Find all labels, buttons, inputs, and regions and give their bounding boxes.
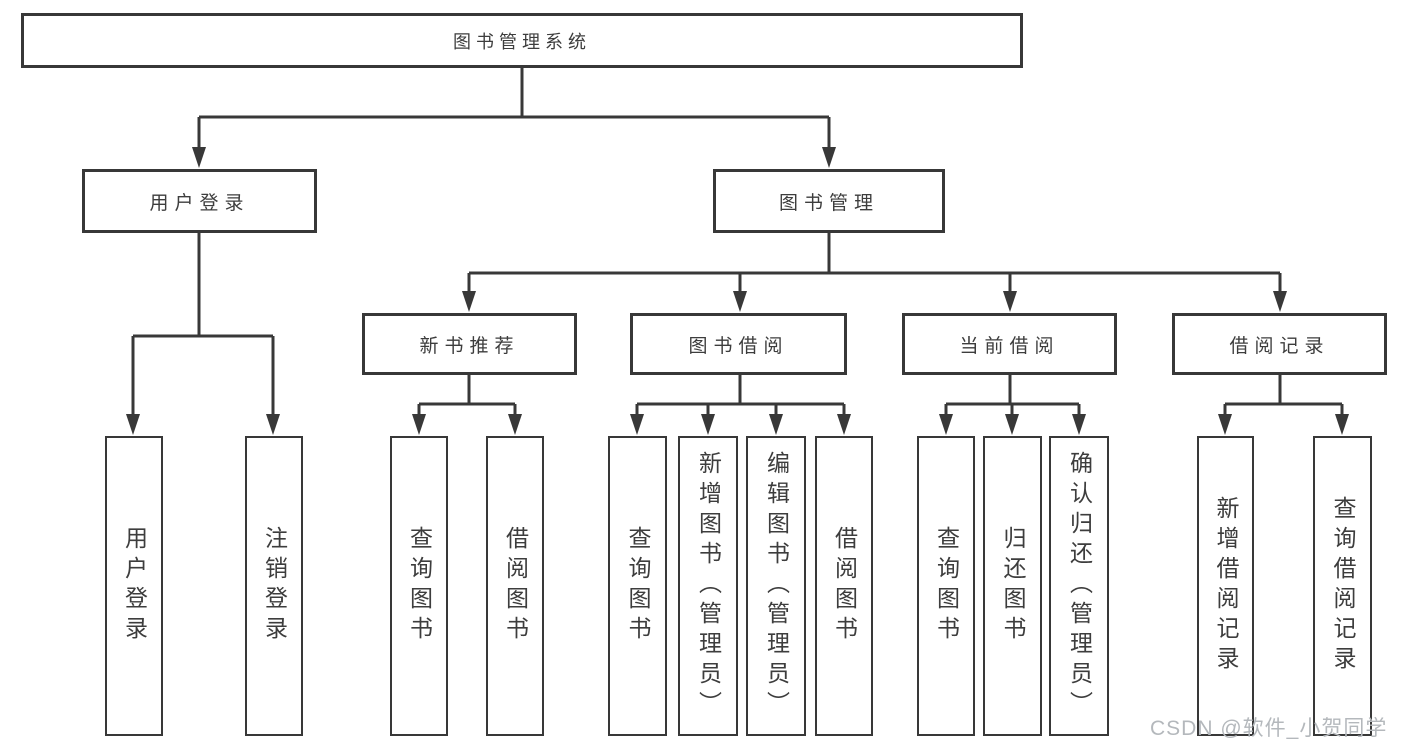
node-user-login: 用户登录 — [82, 169, 317, 233]
node-root-label: 图书管理系统 — [453, 31, 591, 52]
node-new-book-recommend: 新书推荐 — [362, 313, 577, 375]
node-add-borrow-record-label: 新增借阅记录 — [1213, 496, 1239, 676]
node-add-book-admin-label: 新增图书（管理员） — [695, 451, 722, 721]
node-borrow-query-book: 查询图书 — [608, 436, 667, 736]
node-return-book-label: 归还图书 — [1000, 526, 1026, 646]
node-root: 图书管理系统 — [21, 13, 1023, 68]
node-confirm-return-admin-label: 确认归还（管理员） — [1066, 451, 1093, 721]
node-new-book-recommend-label: 新书推荐 — [419, 335, 520, 357]
node-borrow-records: 借阅记录 — [1172, 313, 1387, 375]
node-user-login-label: 用户登录 — [149, 192, 250, 214]
node-edit-book-admin: 编辑图书（管理员） — [746, 436, 806, 736]
node-recommend-query-book: 查询图书 — [390, 436, 448, 736]
node-book-borrow-label: 图书借阅 — [688, 335, 789, 357]
csdn-watermark: CSDN @软件_小贺同学 — [1150, 717, 1388, 740]
node-borrow-records-label: 借阅记录 — [1229, 335, 1330, 357]
node-confirm-return-admin: 确认归还（管理员） — [1049, 436, 1109, 736]
node-add-borrow-record: 新增借阅记录 — [1197, 436, 1254, 736]
node-logout-label: 注销登录 — [261, 526, 288, 646]
node-borrow-book: 借阅图书 — [815, 436, 873, 736]
node-query-borrow-record: 查询借阅记录 — [1313, 436, 1372, 736]
node-return-book: 归还图书 — [983, 436, 1042, 736]
node-book-management: 图书管理 — [713, 169, 945, 233]
node-query-borrow-record-label: 查询借阅记录 — [1330, 496, 1356, 676]
node-current-borrow: 当前借阅 — [902, 313, 1117, 375]
node-recommend-borrow-book: 借阅图书 — [486, 436, 544, 736]
node-borrow-query-book-label: 查询图书 — [625, 526, 651, 646]
node-recommend-borrow-book-label: 借阅图书 — [502, 526, 529, 646]
node-logout: 注销登录 — [245, 436, 303, 736]
node-login-label: 用户登录 — [121, 526, 148, 646]
node-book-management-label: 图书管理 — [778, 192, 879, 214]
node-edit-book-admin-label: 编辑图书（管理员） — [763, 451, 790, 721]
node-add-book-admin: 新增图书（管理员） — [678, 436, 738, 736]
node-current-query-book: 查询图书 — [917, 436, 975, 736]
node-recommend-query-book-label: 查询图书 — [406, 526, 433, 646]
node-login: 用户登录 — [105, 436, 163, 736]
node-current-borrow-label: 当前借阅 — [959, 335, 1060, 357]
node-book-borrow: 图书借阅 — [630, 313, 847, 375]
node-borrow-book-label: 借阅图书 — [831, 526, 858, 646]
node-current-query-book-label: 查询图书 — [933, 526, 960, 646]
